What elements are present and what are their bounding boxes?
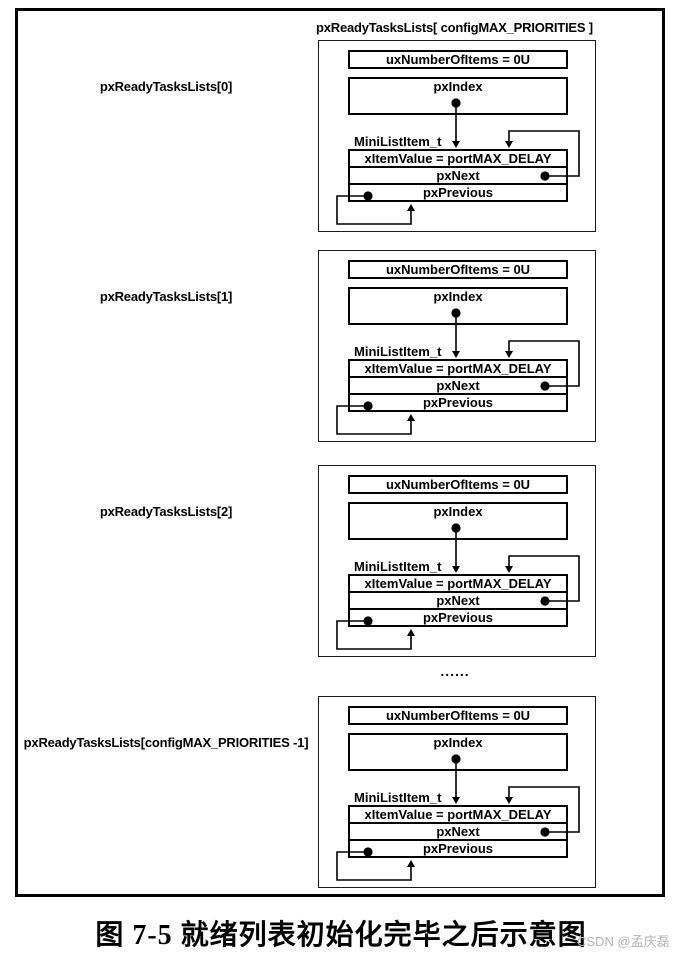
pxnext-cell: pxNext: [348, 376, 568, 395]
pxnext-cell: pxNext: [348, 822, 568, 841]
arrowhead-down-icon: [505, 566, 513, 573]
list-block-2: uxNumberOfItems = 0U pxIndex MiniListIte…: [318, 465, 596, 657]
pointer-arrows: [336, 98, 580, 225]
arrowhead-up-icon: [407, 860, 415, 867]
arrowhead-up-icon: [407, 414, 415, 421]
minilistitem-label: MiniListItem_t: [354, 344, 442, 359]
item-value-cell: xItemValue = portMAX_DELAY: [348, 805, 568, 824]
num-items-box: uxNumberOfItems = 0U: [348, 50, 568, 69]
arrowhead-down-icon: [505, 351, 513, 358]
arrowhead-down-icon: [452, 797, 460, 804]
minilistitem-table: xItemValue = portMAX_DELAY pxNext pxPrev…: [348, 359, 568, 412]
pxindex-box: pxIndex: [348, 502, 568, 540]
array-title: pxReadyTasksLists[ configMAX_PRIORITIES …: [316, 20, 593, 35]
pointer-arrows: [336, 754, 580, 881]
pxindex-box: pxIndex: [348, 77, 568, 115]
pxprevious-cell: pxPrevious: [348, 183, 568, 202]
list-block-1: uxNumberOfItems = 0U pxIndex MiniListIte…: [318, 250, 596, 442]
minilistitem-table: xItemValue = portMAX_DELAY pxNext pxPrev…: [348, 574, 568, 627]
list-block-0: uxNumberOfItems = 0U pxIndex MiniListIte…: [318, 40, 596, 232]
arrowhead-down-icon: [452, 351, 460, 358]
list-label-0: pxReadyTasksLists[0]: [99, 79, 233, 94]
minilistitem-label: MiniListItem_t: [354, 559, 442, 574]
num-items-box: uxNumberOfItems = 0U: [348, 475, 568, 494]
pointer-arrows: [336, 308, 580, 435]
arrowhead-down-icon: [505, 141, 513, 148]
list-block-3: uxNumberOfItems = 0U pxIndex MiniListIte…: [318, 696, 596, 888]
item-value-cell: xItemValue = portMAX_DELAY: [348, 359, 568, 378]
num-items-box: uxNumberOfItems = 0U: [348, 706, 568, 725]
figure-caption: 图 7-5 就绪列表初始化完毕之后示意图: [95, 920, 587, 951]
arrowhead-up-icon: [407, 204, 415, 211]
item-value-cell: xItemValue = portMAX_DELAY: [348, 149, 568, 168]
minilistitem-label: MiniListItem_t: [354, 134, 442, 149]
watermark-text: CSDN @孟庆磊: [577, 934, 670, 949]
list-label-1: pxReadyTasksLists[1]: [99, 289, 233, 304]
pxprevious-cell: pxPrevious: [348, 839, 568, 858]
list-label-2: pxReadyTasksLists[2]: [99, 504, 233, 519]
pxnext-cell: pxNext: [348, 591, 568, 610]
arrowhead-down-icon: [452, 566, 460, 573]
item-value-cell: xItemValue = portMAX_DELAY: [348, 574, 568, 593]
pxprevious-cell: pxPrevious: [348, 393, 568, 412]
ellipsis-separator: ......: [440, 663, 470, 679]
pxprevious-cell: pxPrevious: [348, 608, 568, 627]
arrowhead-down-icon: [452, 141, 460, 148]
minilistitem-label: MiniListItem_t: [354, 790, 442, 805]
list-label-3: pxReadyTasksLists[configMAX_PRIORITIES -…: [23, 735, 309, 750]
arrowhead-up-icon: [407, 629, 415, 636]
arrowhead-down-icon: [505, 797, 513, 804]
num-items-box: uxNumberOfItems = 0U: [348, 260, 568, 279]
pxindex-box: pxIndex: [348, 287, 568, 325]
minilistitem-table: xItemValue = portMAX_DELAY pxNext pxPrev…: [348, 149, 568, 202]
minilistitem-table: xItemValue = portMAX_DELAY pxNext pxPrev…: [348, 805, 568, 858]
pxindex-box: pxIndex: [348, 733, 568, 771]
pointer-arrows: [336, 523, 580, 650]
